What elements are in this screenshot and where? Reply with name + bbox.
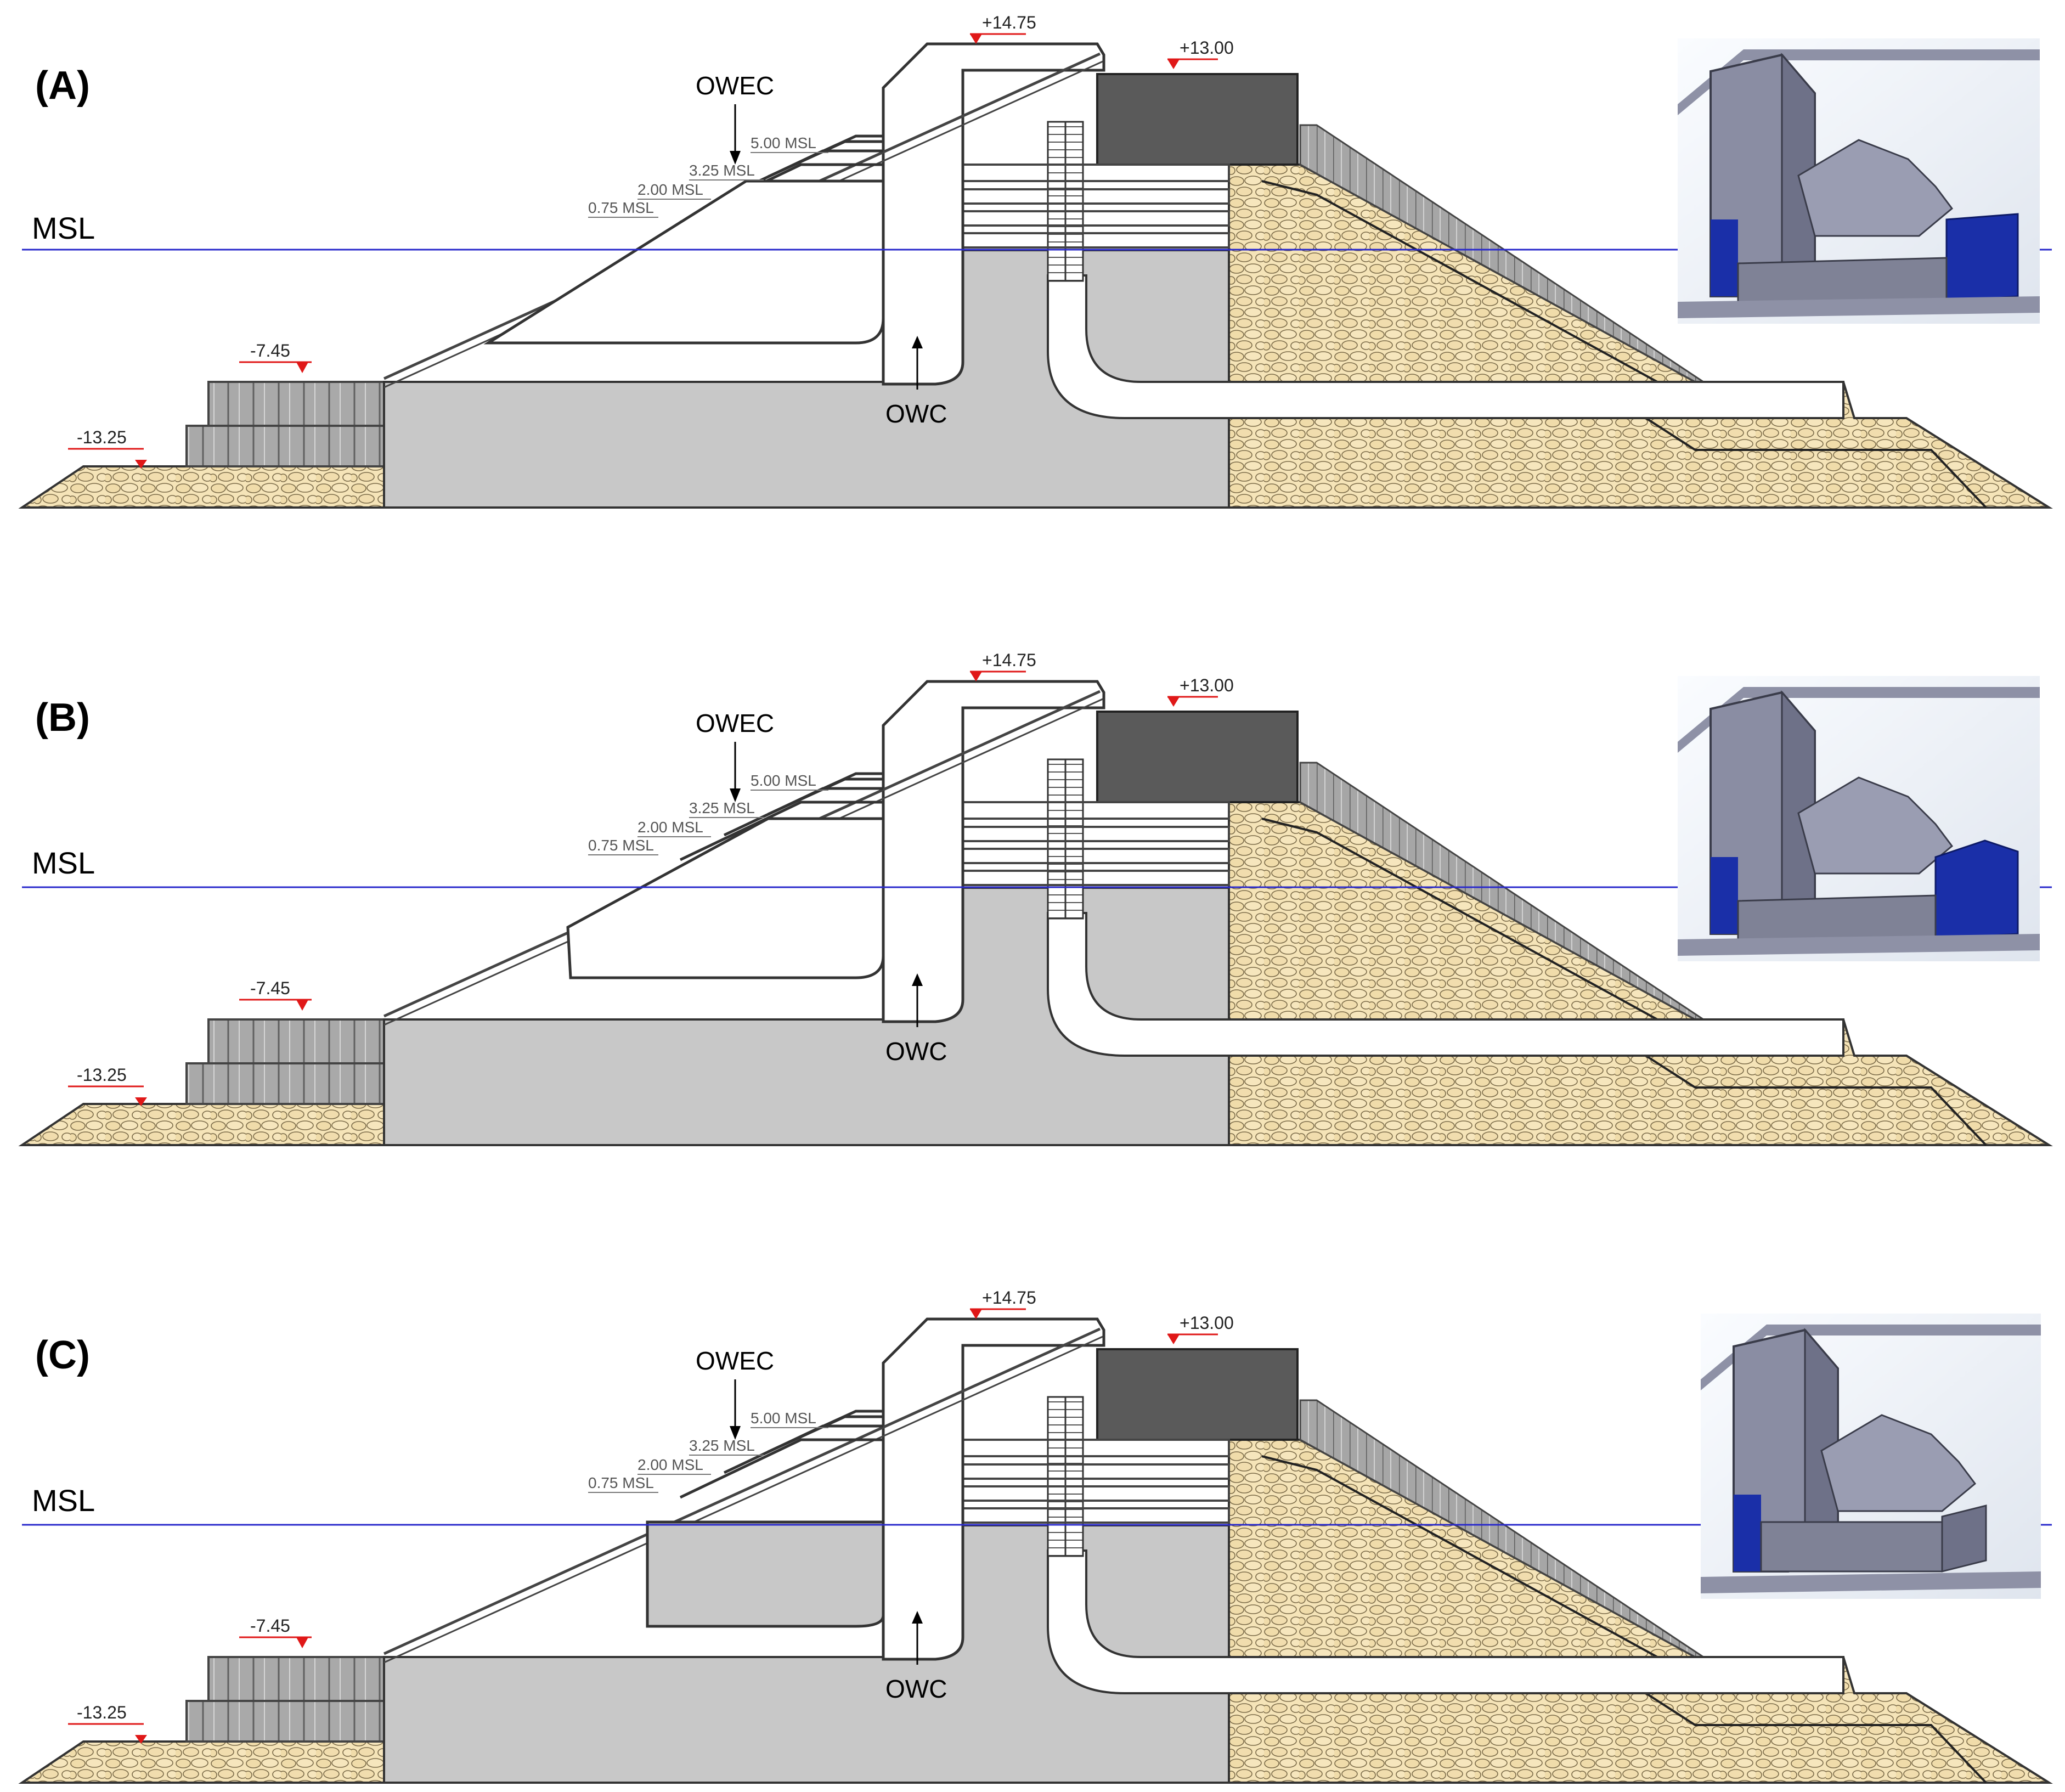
- panel-b-basin: [566, 817, 885, 979]
- elev-toe: -13.25: [77, 1703, 127, 1722]
- elev-crest: +14.75: [982, 13, 1036, 32]
- slot-level-200: 2.00 MSL: [637, 181, 703, 198]
- elev-toe-berm: -7.45: [250, 978, 290, 998]
- panel-a-labels: MSL OWEC OWC 5.00 MSL 3.25 MSL 2.00 MSL …: [32, 13, 1234, 469]
- slot-level-325: 3.25 MSL: [689, 162, 755, 179]
- elev-toe: -13.25: [77, 427, 127, 447]
- elev-toe-berm: -7.45: [250, 1616, 290, 1636]
- slot-level-075: 0.75 MSL: [588, 1474, 654, 1491]
- elev-cap: +13.00: [1180, 675, 1234, 695]
- slot-level-500: 5.00 MSL: [751, 772, 816, 789]
- slot-level-325: 3.25 MSL: [689, 799, 755, 816]
- panel-c-letter: (C): [35, 1333, 90, 1377]
- owec-label: OWEC: [696, 71, 774, 100]
- msl-label: MSL: [32, 1483, 95, 1518]
- panel-c-3d-inset: [1701, 1314, 2041, 1599]
- panel-c-labels: MSL OWEC OWC 5.00 MSL 3.25 MSL 2.00 MSL …: [32, 1288, 1234, 1744]
- elev-toe: -13.25: [77, 1065, 127, 1085]
- panel-b-3d-inset: [1678, 676, 2040, 961]
- panel-b: (B): [22, 681, 2052, 1145]
- elev-cap: +13.00: [1180, 1313, 1234, 1333]
- slot-level-075: 0.75 MSL: [588, 199, 654, 216]
- elev-cap: +13.00: [1180, 38, 1234, 58]
- owc-label: OWC: [885, 1675, 947, 1703]
- owec-label: OWEC: [696, 1346, 774, 1375]
- panel-b-letter: (B): [35, 696, 90, 740]
- owc-label: OWC: [885, 399, 947, 428]
- owec-label: OWEC: [696, 709, 774, 737]
- owc-label: OWC: [885, 1037, 947, 1066]
- slot-level-200: 2.00 MSL: [637, 1456, 703, 1473]
- panel-a-basin: [483, 179, 885, 345]
- panel-a-3d-inset: [1678, 38, 2040, 324]
- panel-c-basin: [646, 1520, 885, 1628]
- slot-level-500: 5.00 MSL: [751, 134, 816, 151]
- slot-level-200: 2.00 MSL: [637, 819, 703, 836]
- slot-level-500: 5.00 MSL: [751, 1410, 816, 1427]
- slot-level-075: 0.75 MSL: [588, 837, 654, 854]
- elev-crest: +14.75: [982, 1288, 1036, 1308]
- panel-a-letter: (A): [35, 64, 90, 108]
- elev-crest: +14.75: [982, 650, 1036, 670]
- msl-label: MSL: [32, 846, 95, 880]
- elev-toe-berm: -7.45: [250, 341, 290, 360]
- panel-b-labels: MSL OWEC OWC 5.00 MSL 3.25 MSL 2.00 MSL …: [32, 650, 1234, 1106]
- msl-label: MSL: [32, 211, 95, 245]
- slot-level-325: 3.25 MSL: [689, 1437, 755, 1454]
